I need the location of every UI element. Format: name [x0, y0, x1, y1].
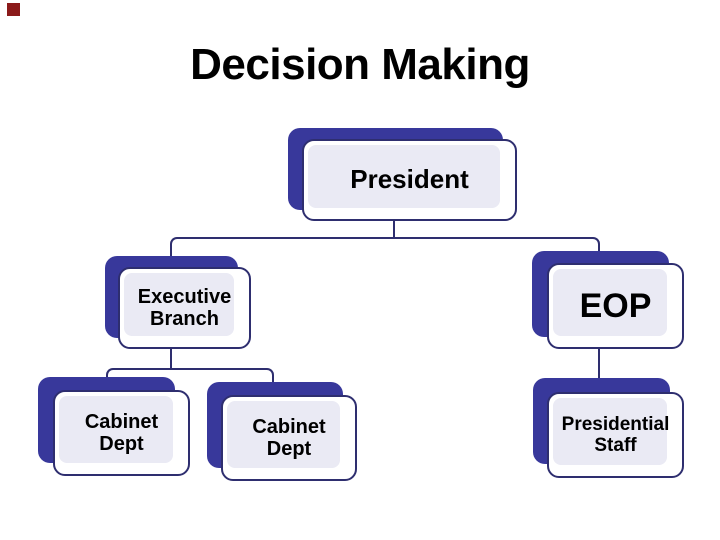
- node-label: Presidential Staff: [561, 413, 670, 456]
- connector-executive-branch-drop: [170, 348, 172, 369]
- connector-eop-drop: [598, 348, 600, 379]
- node-inner-fill: [553, 269, 667, 336]
- node-card: Cabinet Dept: [221, 395, 357, 481]
- node-inner-fill: [227, 401, 340, 468]
- node-inner-fill: [308, 145, 500, 208]
- node-inner-fill: [59, 396, 173, 463]
- node-inner-fill: [124, 273, 234, 336]
- slide-title: Decision Making: [190, 40, 530, 89]
- connector-branch-president-children: [170, 237, 600, 256]
- node-label: EOP: [579, 286, 652, 325]
- node-label: Cabinet Dept: [84, 410, 159, 455]
- node-card: EOP: [547, 263, 684, 349]
- corner-marker: [7, 3, 20, 16]
- connector-president-drop: [393, 220, 395, 238]
- node-card: Cabinet Dept: [53, 390, 190, 476]
- node-card: Executive Branch: [118, 267, 251, 349]
- node-card: Presidential Staff: [547, 392, 684, 478]
- node-label: Cabinet Dept: [252, 415, 326, 460]
- node-card: President: [302, 139, 517, 221]
- connector-branch-cabinet-depts: [106, 368, 274, 382]
- node-inner-fill: [553, 398, 667, 465]
- node-label: President: [350, 164, 469, 195]
- node-label: Executive Branch: [137, 285, 232, 330]
